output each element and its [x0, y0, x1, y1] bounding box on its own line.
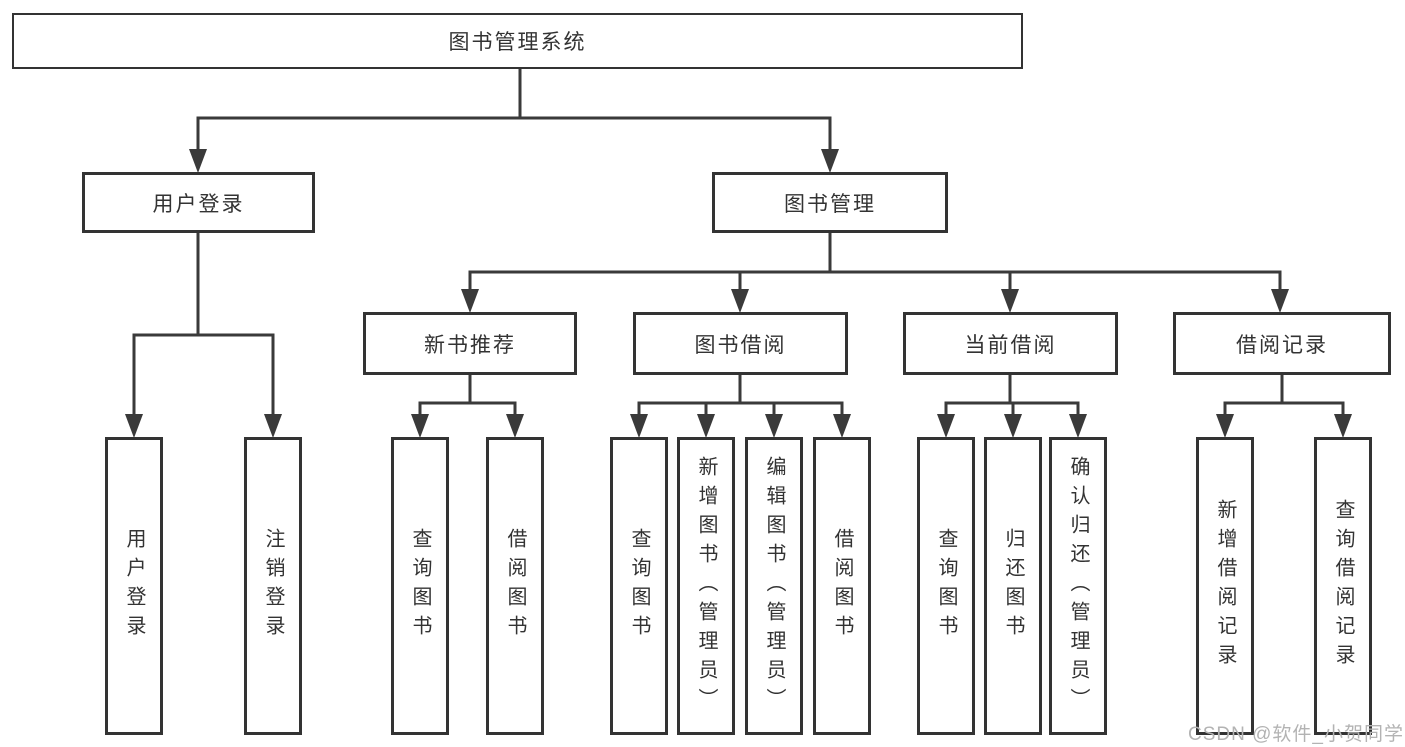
node-leaf-logout: 注销登录 [244, 437, 302, 735]
node-root: 图书管理系统 [12, 13, 1023, 69]
node-leaf-return-books: 归还图书 [984, 437, 1042, 735]
node-book-management: 图书管理 [712, 172, 948, 233]
arrowhead-icons [125, 149, 1352, 438]
node-leaf-user-login: 用户登录 [105, 437, 163, 735]
tree-edges [132, 67, 1345, 418]
node-user-login: 用户登录 [82, 172, 315, 233]
node-new-book-recommend: 新书推荐 [363, 312, 577, 375]
node-leaf-query-books-borrowing: 查询图书 [610, 437, 668, 735]
node-leaf-add-books-admin: 新增图书（管理员） [677, 437, 735, 735]
node-current-borrowing: 当前借阅 [903, 312, 1118, 375]
node-leaf-query-borrow-record: 查询借阅记录 [1314, 437, 1372, 735]
node-leaf-borrow-books-recommend: 借阅图书 [486, 437, 544, 735]
node-leaf-query-books-current: 查询图书 [917, 437, 975, 735]
node-leaf-query-books-recommend: 查询图书 [391, 437, 449, 735]
node-book-borrowing: 图书借阅 [633, 312, 848, 375]
node-borrowing-records: 借阅记录 [1173, 312, 1391, 375]
watermark: CSDN @软件_小贺同学 [1188, 724, 1404, 745]
node-leaf-borrow-books: 借阅图书 [813, 437, 871, 735]
node-leaf-edit-books-admin: 编辑图书（管理员） [745, 437, 803, 735]
node-leaf-confirm-return-admin: 确认归还（管理员） [1049, 437, 1107, 735]
node-leaf-add-borrow-record: 新增借阅记录 [1196, 437, 1254, 735]
